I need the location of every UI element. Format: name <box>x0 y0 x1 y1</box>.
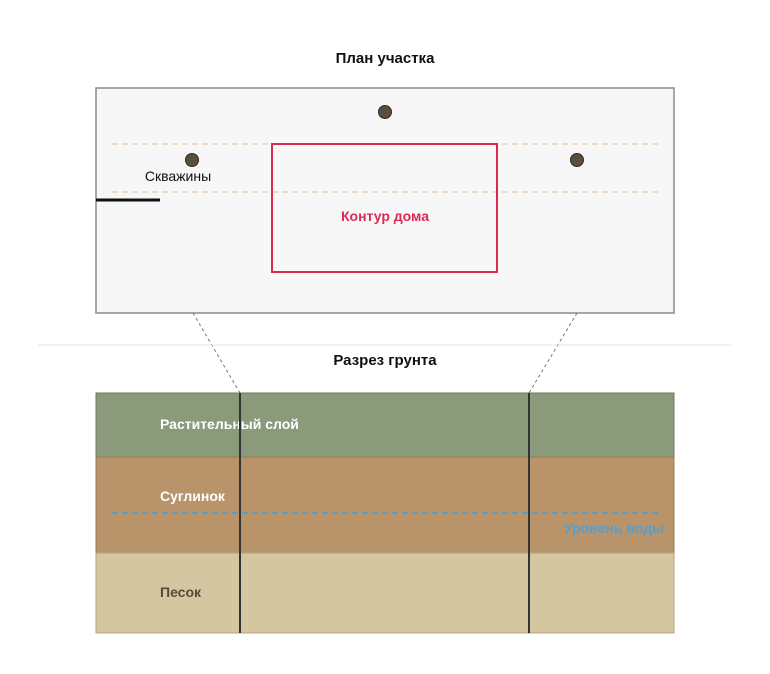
layer-sand <box>95 552 675 634</box>
projection-line <box>528 312 578 394</box>
projection-line <box>192 312 241 394</box>
plan-title: План участка <box>336 50 435 67</box>
well-marker <box>378 105 392 119</box>
plan-frame <box>95 87 675 314</box>
layer-loam <box>95 456 675 554</box>
well-marker <box>185 153 199 167</box>
water-level-label: Уровень воды <box>564 520 664 536</box>
layer-topsoil <box>95 392 675 458</box>
house-outline <box>271 143 498 273</box>
layer-label-topsoil: Растительный слой <box>160 416 299 432</box>
wells-label: Скважины <box>145 168 211 184</box>
layer-label-loam: Суглинок <box>160 488 226 504</box>
section-title: Разрез грунта <box>333 352 437 369</box>
well-marker <box>570 153 584 167</box>
layer-label-sand: Песок <box>160 584 202 600</box>
house-label: Контур дома <box>341 208 429 224</box>
